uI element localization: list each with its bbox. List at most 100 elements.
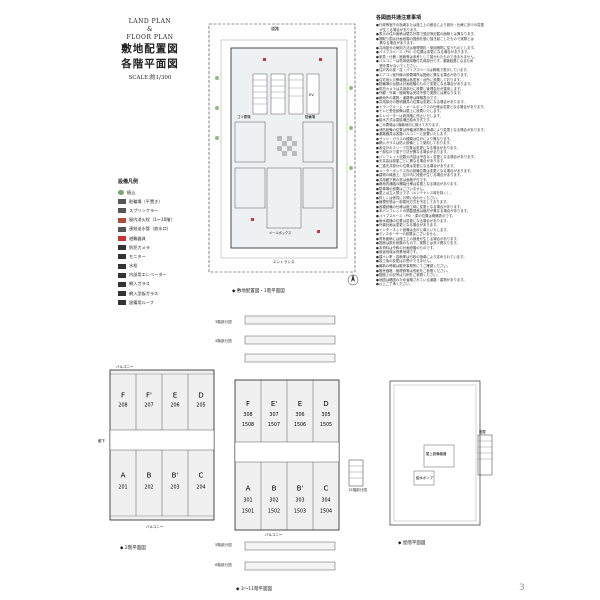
legend-item-label: モニター <box>129 253 146 259</box>
note-line: ●エアコン室外機の設置場所は図面と異なる場合があります。 <box>376 73 471 78</box>
legend-item-label: 連結送水管（放水口） <box>129 226 171 232</box>
note-line: ●管理形態は一部委託方式を予定しております。 <box>376 200 450 205</box>
bike-label: 駐輪場 <box>305 114 316 119</box>
note-line: ●テレビ受信設備は屋上に設置いたします。 <box>376 109 444 114</box>
roof-caption: ◆ 屋階平面図 <box>398 541 426 546</box>
legend-item: 避難器具 <box>118 234 198 243</box>
patterned-glass-icon <box>118 291 126 297</box>
notes-panel: 各図面共通注意事項 ●行政等官庁の指導または施工上の都合により設計・仕様に多少の… <box>376 14 506 287</box>
unit-number-label: 206 <box>170 402 179 408</box>
note-line: ●建物の構造上、住戸内に段差が生じる場合があります。 <box>376 173 464 178</box>
trash-label: ゴミ置場 <box>237 114 251 119</box>
partial-label-3f: 3階部分図 <box>215 320 232 324</box>
note-line: ●消防設備の位置は所轄消防署の指導により変更となる場合があります。 <box>376 127 487 132</box>
note-line: ●外観・外構・植栽等は完成予想で実際とは異なります。 <box>376 91 464 96</box>
page-number: 3 <box>519 583 525 593</box>
entrance-label: エントランス <box>273 259 295 264</box>
note-line: ●サッシ・ガラスの種類は住戸により異なります。 <box>376 136 454 141</box>
unit-type-label: F <box>246 400 250 408</box>
legend-item: 網入ガラス <box>118 280 198 289</box>
note-line: ●パイプスペース（PS）の位置は変更になる場合があります。 <box>376 50 471 55</box>
elevator-icon <box>118 272 126 278</box>
unit-type-label: B <box>147 472 152 480</box>
note-line: 物を置かないでください。 <box>376 63 420 68</box>
note-line: ●エレベーターは着床階に停止いたします。 <box>376 113 444 118</box>
unit-number-label: 303 <box>295 497 304 503</box>
wired-glass-icon <box>118 281 126 287</box>
road-label: 道路 <box>271 25 279 31</box>
note-line: ●最新の情報は販売事務所にてご確認ください。 <box>376 263 451 268</box>
legend-item: 連結送水管（放水口） <box>118 225 198 234</box>
unit-number-label: 306 <box>295 412 304 418</box>
legend-item: 網入型板ガラス <box>118 289 198 298</box>
title-en-amp: & <box>147 26 153 33</box>
unit-type-label: E <box>173 392 177 400</box>
title-jp-line1: 敷地配置図 <box>121 43 179 55</box>
legend-item-label: 水栓 <box>129 263 138 269</box>
note-line: ●網入ガラスは防火設備として使用しております。 <box>376 141 453 146</box>
partial-label-6f: 6階部分図 <box>215 563 232 567</box>
unit-type-label: A <box>121 472 126 480</box>
note-line: ●ごみ置場は1階敷地内に設けております。 <box>376 123 442 128</box>
note-line: ●地図は略図のため省略されている道路・建物があります。 <box>376 277 467 282</box>
roof-plan: 屋上設備機器 給水ポンプ 塔屋 <box>389 380 493 526</box>
unit-number-label: 305 <box>321 412 330 418</box>
legend-item: 水栓 <box>118 262 198 271</box>
note-line: 異なる場合があります。 <box>376 41 417 46</box>
note-line: ●駐車場の設置はございません。 <box>376 186 427 191</box>
note-line: ●ディスポーザーの設置はございません。 <box>376 232 440 237</box>
unit-type-label: F' <box>146 392 152 400</box>
floor2-balcony-bottom: バルコニー <box>146 525 164 529</box>
monitor-icon <box>118 254 126 260</box>
faucet-icon <box>118 263 126 269</box>
note-line: ●共用部分の使用方法は管理規約・使用細則に従うものとします。 <box>376 45 477 50</box>
note-line: ●行政等官庁の指導または施工上の都合により設計・仕様に多少の変更 <box>376 23 484 27</box>
unit-type-label: E <box>298 400 302 408</box>
floor2-caption: ◆ 2階平面図 <box>120 546 146 551</box>
legend-items: 植込駐輪場（平置き）スプリンクラー屋内消火栓（1〜10階）連結送水管（放水口）避… <box>118 188 198 307</box>
unit-upper-number-label: 1501 <box>242 508 254 514</box>
unit-number-label: 207 <box>144 402 153 408</box>
note-line: ●敷地内通路の舗装仕様は変更となる場合があります。 <box>376 182 460 187</box>
note-line: ●用途地域は商業地域です。 <box>376 250 420 255</box>
note-line: ●建ぺい率・容積率は行政の指導により定められています。 <box>376 254 467 259</box>
unit-type-label: A <box>246 485 251 493</box>
title-en-line2: FLOOR PLAN <box>126 34 174 41</box>
floor3-plan: F3081508E'3071507E3061506D3051505A301150… <box>234 315 364 571</box>
note-line: ●敷地外の建物・道路等は概略表示です。 <box>376 95 440 100</box>
legend-item-label: 設備用ルーフ <box>129 299 154 305</box>
note-line: ●駐輪場の台数は計画段階のもので変更になる場合があります。 <box>376 82 474 87</box>
site-plan-drawing: 道路 エントランス ゴミ置場 駐輪場 EV メールボックス <box>208 23 359 286</box>
legend-item: 防犯カメラ <box>118 243 198 252</box>
note-line: ●トランクルーム・メールボックスの仕様は変更となる場合があります。 <box>376 104 487 109</box>
note-line: ●パンフレット記載の内容は予告なく変更となる場合があります。 <box>376 154 477 159</box>
note-line: ●外構計画は変更となる場合があります。 <box>376 223 440 228</box>
unit-type-label: B' <box>297 485 304 493</box>
unit-number-label: 204 <box>196 484 205 490</box>
unit-upper-number-label: 1504 <box>320 508 332 514</box>
legend-item-label: 避難器具 <box>129 235 146 241</box>
note-line: ●住戸内の梁・柱・パイプスペースは概略で表示しています。 <box>376 68 470 73</box>
unit-upper-number-label: 1503 <box>294 508 306 514</box>
site-plan-caption: ◆ 敷地配置図・1階平面図 <box>232 289 285 294</box>
note-line: ●図面は設計段階のもので、実際とは多少異なります。 <box>376 241 460 246</box>
north-arrow-icon <box>347 274 359 286</box>
legend-item-label: スプリンクラー <box>129 207 159 213</box>
legend-item: 内部用エレベーター <box>118 271 198 280</box>
note-line: ●以上ご了承ください。 <box>376 282 413 287</box>
legend-item-label: 網入ガラス <box>129 281 150 287</box>
mail-label: メールボックス <box>269 230 291 235</box>
legend-item: スプリンクラー <box>118 206 198 215</box>
unit-type-label: B <box>272 485 277 493</box>
roof-drain-icon <box>118 300 126 306</box>
note-line: ●一部住戸で梁下寸法が異なる場合があります。 <box>376 150 450 155</box>
note-line: ●本パンフレットの掲載図面は縮尺が異なる場合があります。 <box>376 209 471 214</box>
legend-item: 屋内消火栓（1〜10階） <box>118 216 198 225</box>
standpipe-icon <box>118 226 126 232</box>
note-line: ●パイプスペース（PS）・梁の位置は概略表示です。 <box>376 213 456 218</box>
note-line: ●本資料は令和の計画段階のものです。 <box>376 245 437 250</box>
unit-number-label: 301 <box>243 497 252 503</box>
unit-type-label: B' <box>172 472 179 480</box>
unit-upper-number-label: 1505 <box>320 422 332 428</box>
unit-number-label: 302 <box>269 497 278 503</box>
